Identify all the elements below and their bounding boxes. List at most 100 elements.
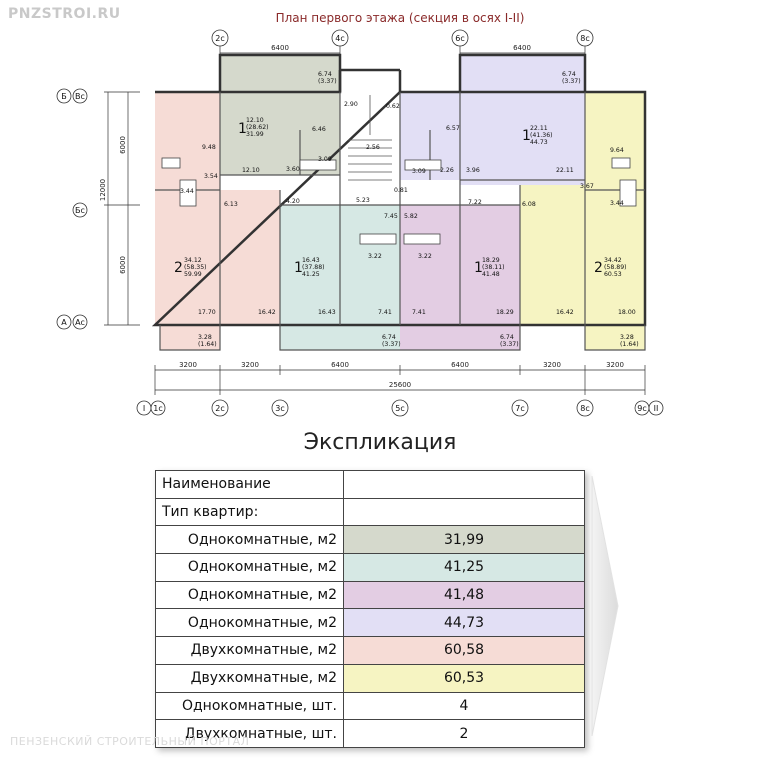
axis-bottom-3: 2c <box>215 404 225 413</box>
svg-text:59.99: 59.99 <box>184 271 202 278</box>
bottom-dim-4: 6400 <box>451 361 469 369</box>
svg-text:3.22: 3.22 <box>418 253 432 260</box>
apt-fill-green <box>220 70 340 175</box>
svg-text:6.74: 6.74 <box>318 71 332 78</box>
apt-fill-pink <box>155 190 280 325</box>
apt-fill-yellow-balcony <box>585 325 645 350</box>
svg-text:2.26: 2.26 <box>440 167 454 174</box>
svg-text:1: 1 <box>522 128 531 144</box>
svg-text:44.73: 44.73 <box>530 139 548 146</box>
left-dim-3: 6000 <box>119 256 127 274</box>
svg-text:3.44: 3.44 <box>610 200 624 207</box>
svg-text:18.00: 18.00 <box>618 309 636 316</box>
axis-bottom-8: 9c <box>637 404 647 413</box>
apt-fill-pink-balcony <box>160 325 220 350</box>
apartment-label-4: 1 16.43 (37.88) 41.25 <box>294 257 325 278</box>
svg-text:34.12: 34.12 <box>184 257 202 264</box>
svg-text:18.29: 18.29 <box>496 309 514 316</box>
bottom-dim-2: 3200 <box>241 361 259 369</box>
apartment-label-3: 2 34.12 (58.35) 59.99 <box>174 257 207 278</box>
axis-bottom-5: 5c <box>395 404 405 413</box>
svg-text:(58.35): (58.35) <box>184 264 207 271</box>
bath-fixtures <box>161 157 637 245</box>
row-value <box>343 470 585 499</box>
svg-text:7.41: 7.41 <box>378 309 392 316</box>
row-label: Тип квартир: <box>155 497 344 527</box>
svg-text:7.22: 7.22 <box>468 199 482 206</box>
svg-text:1: 1 <box>294 260 303 276</box>
svg-text:3.22: 3.22 <box>368 253 382 260</box>
axis-top-2: 4c <box>335 34 345 43</box>
svg-text:1: 1 <box>238 121 247 137</box>
row-value: 41,25 <box>343 553 585 582</box>
row-label: Двухкомнатные, шт. <box>155 719 344 748</box>
axis-left-4: А <box>61 318 67 327</box>
axis-bottom-1: I <box>143 404 145 413</box>
svg-text:5.23: 5.23 <box>356 197 370 204</box>
svg-text:6.74: 6.74 <box>562 71 576 78</box>
svg-text:5.82: 5.82 <box>404 213 418 220</box>
svg-text:7.45: 7.45 <box>384 213 398 220</box>
svg-text:6.08: 6.08 <box>522 201 536 208</box>
row-value: 31,99 <box>343 525 585 555</box>
svg-text:6.46: 6.46 <box>312 126 326 133</box>
svg-text:6.13: 6.13 <box>224 201 238 208</box>
svg-text:3.44: 3.44 <box>180 188 194 195</box>
svg-text:16.42: 16.42 <box>556 309 574 316</box>
svg-text:34.42: 34.42 <box>604 257 622 264</box>
svg-text:2: 2 <box>594 260 603 276</box>
staircase <box>348 95 392 181</box>
svg-text:22.11: 22.11 <box>556 167 574 174</box>
bottom-axis-bubbles <box>136 399 664 417</box>
svg-text:0.81: 0.81 <box>394 187 408 194</box>
svg-text:7.41: 7.41 <box>412 309 426 316</box>
apartment-label-5: 1 18.29 (38.11) 41.48 <box>474 257 505 278</box>
apt-fill-pink-top <box>155 92 220 192</box>
svg-text:22.11: 22.11 <box>530 125 548 132</box>
floor-plan-drawing: План первого этажа (секция в осях I-II) <box>56 11 664 417</box>
svg-text:3.96: 3.96 <box>466 167 480 174</box>
row-label: Двухкомнатные, м2 <box>155 636 344 665</box>
table-row: Наименование <box>155 470 585 499</box>
apt-fill-teal-balcony <box>280 325 400 350</box>
svg-text:12.10: 12.10 <box>246 117 264 124</box>
svg-text:(58.89): (58.89) <box>604 264 627 271</box>
apt-fill-green-balcony <box>220 55 340 73</box>
top-axis-bubbles <box>211 29 594 47</box>
svg-text:31.99: 31.99 <box>246 131 264 138</box>
bottom-dim-5: 3200 <box>543 361 561 369</box>
svg-text:3.54: 3.54 <box>204 173 218 180</box>
svg-text:(3.37): (3.37) <box>500 341 519 348</box>
svg-text:6.57: 6.57 <box>446 125 460 132</box>
svg-text:16.43: 16.43 <box>302 257 320 264</box>
svg-text:16.43: 16.43 <box>318 309 336 316</box>
axis-left-1: Б <box>61 92 67 101</box>
room-area-labels: 6.74 (3.37) 9.48 3.54 3.44 6.13 4.20 12.… <box>180 71 639 348</box>
svg-text:3.67: 3.67 <box>580 183 594 190</box>
axis-left-3: Бс <box>75 206 85 215</box>
row-value: 60,58 <box>343 636 585 665</box>
axis-top-1: 2c <box>215 34 225 43</box>
site-watermark: PNZSTROI.RU <box>8 6 121 22</box>
table-row: Двухкомнатные, шт.2 <box>155 719 585 748</box>
row-value <box>343 497 585 527</box>
apt-fill-purple-balcony <box>400 325 520 350</box>
svg-text:4.20: 4.20 <box>286 198 300 205</box>
apt-fill-yellow <box>520 185 645 325</box>
axis-bottom-4: 3c <box>275 404 285 413</box>
axis-top-4: 8c <box>580 34 590 43</box>
svg-text:12.10: 12.10 <box>242 167 260 174</box>
portal-watermark: ПЕНЗЕНСКИЙ СТРОИТЕЛЬНЫЙ ПОРТАЛ <box>10 735 250 748</box>
row-value: 4 <box>343 691 585 721</box>
svg-text:16.42: 16.42 <box>258 309 276 316</box>
svg-text:(3.37): (3.37) <box>318 78 337 85</box>
svg-text:3.09: 3.09 <box>318 156 332 163</box>
svg-text:(3.37): (3.37) <box>382 341 401 348</box>
apt-fill-lilac <box>460 70 585 185</box>
apartment-fills <box>155 55 645 350</box>
svg-text:3.28: 3.28 <box>620 334 634 341</box>
